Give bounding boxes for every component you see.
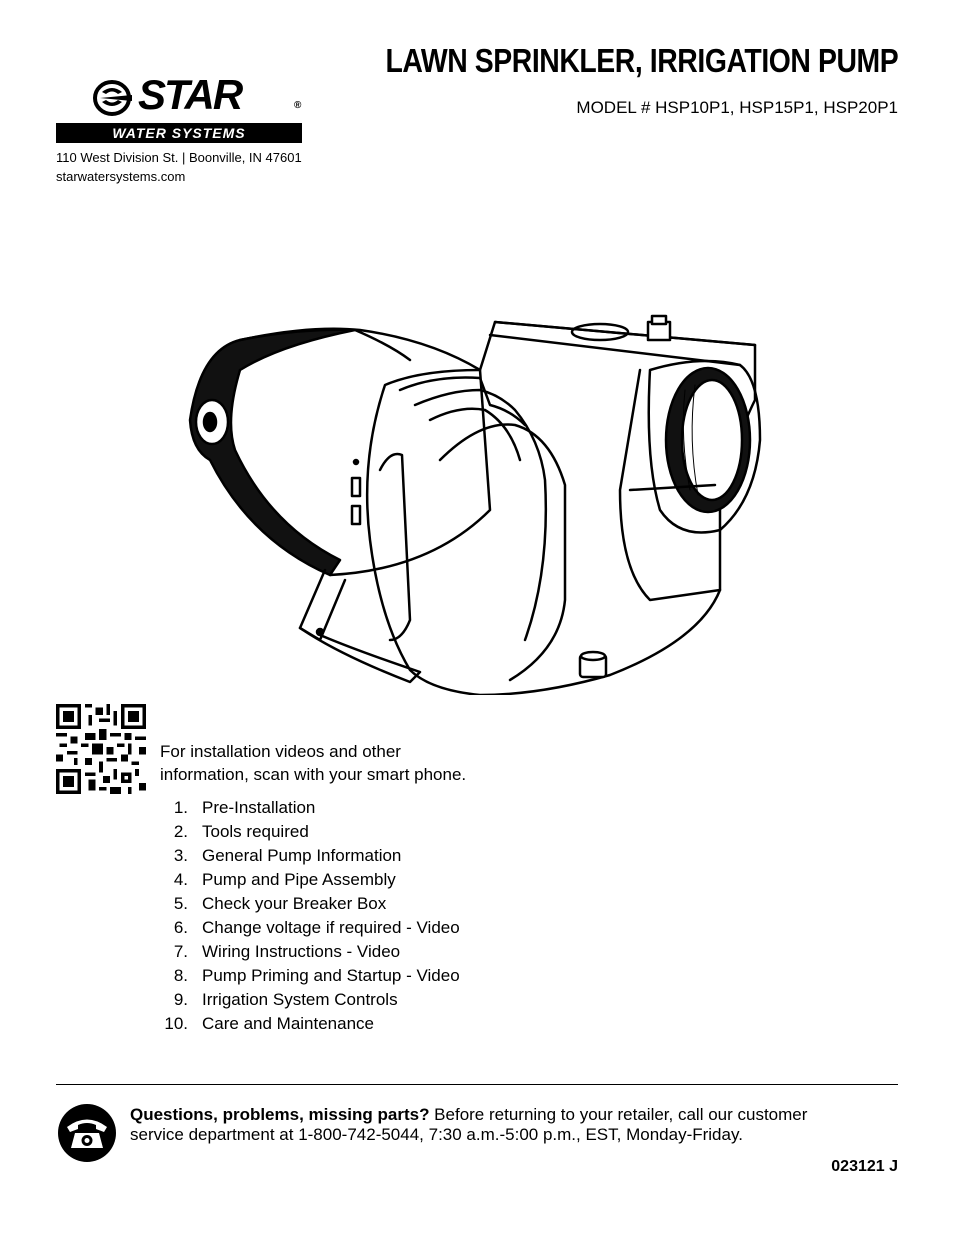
model-numbers: MODEL # HSP10P1, HSP15P1, HSP20P1: [576, 98, 898, 117]
toc-number: 9.: [173, 990, 188, 1009]
help-text-1: Before returning to your retailer, call …: [429, 1105, 808, 1124]
company-address-block: 110 West Division St. | Boonville, IN 47…: [56, 148, 302, 186]
toc-number: 6.: [173, 918, 188, 937]
toc-label: Irrigation System Controls: [202, 990, 398, 1009]
qr-instructions: For installation videos and other inform…: [160, 740, 466, 786]
company-website[interactable]: starwatersystems.com: [56, 169, 186, 184]
toc-item: 4. Pump and Pipe Assembly: [150, 868, 460, 892]
toc-number: 8.: [173, 966, 188, 985]
toc-label: Change voltage if required - Video: [202, 918, 460, 937]
registered-mark: ®: [294, 100, 302, 111]
toc-item: 2. Tools required: [150, 820, 460, 844]
toc-item: 5. Check your Breaker Box: [150, 892, 460, 916]
toc-item: 6. Change voltage if required - Video: [150, 916, 460, 940]
help-line1: Questions, problems, missing parts? Befo…: [130, 1105, 900, 1125]
toc-number: 2.: [173, 822, 188, 841]
toc-item: 10. Care and Maintenance: [150, 1012, 460, 1036]
qr-instructions-line1: For installation videos and other: [160, 742, 401, 761]
toc-label: Wiring Instructions - Video: [202, 942, 401, 961]
toc-item: 8. Pump Priming and Startup - Video: [150, 964, 460, 988]
toc-item: 9. Irrigation System Controls: [150, 988, 460, 1012]
toc-label: Tools required: [202, 822, 309, 841]
customer-service-notice: Questions, problems, missing parts? Befo…: [130, 1105, 900, 1145]
toc-item: 1. Pre-Installation: [150, 796, 460, 820]
toc-label: Care and Maintenance: [202, 1014, 375, 1033]
toc-number: 4.: [173, 870, 188, 889]
brand-tagline: WATER SYSTEMS: [56, 123, 302, 143]
toc-number: 1.: [173, 798, 188, 817]
toc-item: 3. General Pump Information: [150, 844, 460, 868]
toc-number: 5.: [173, 894, 188, 913]
page-title: LAWN SPRINKLER, IRRIGATION PUMP: [385, 42, 898, 79]
toc-label: General Pump Information: [202, 846, 402, 865]
qr-code-icon[interactable]: [56, 704, 146, 794]
toc-number: 3.: [173, 846, 188, 865]
footer-divider: [56, 1084, 898, 1085]
toc-label: Pump and Pipe Assembly: [202, 870, 396, 889]
qr-instructions-line2: information, scan with your smart phone.: [160, 765, 467, 784]
toc-label: Check your Breaker Box: [202, 894, 387, 913]
help-lead: Questions, problems, missing parts?: [130, 1105, 430, 1124]
company-address: 110 West Division St. | Boonville, IN 47…: [56, 150, 302, 165]
brand-name: STAR: [138, 71, 243, 118]
toc-number: 7.: [173, 942, 188, 961]
document-code: 023121 J: [831, 1158, 898, 1175]
toc-item: 7. Wiring Instructions - Video: [150, 940, 460, 964]
star-logo-icon: STAR ®: [92, 72, 302, 118]
table-of-contents: 1. Pre-Installation 2. Tools required 3. Ge…: [150, 796, 460, 1036]
pump-illustration: [188, 314, 762, 695]
help-text-2: service department at 1-800-742-5044, 7:…: [130, 1125, 743, 1144]
toc-label: Pump Priming and Startup - Video: [202, 966, 460, 985]
toc-number: 10.: [164, 1014, 188, 1033]
telephone-icon: [58, 1104, 116, 1162]
toc-label: Pre-Installation: [202, 798, 316, 817]
